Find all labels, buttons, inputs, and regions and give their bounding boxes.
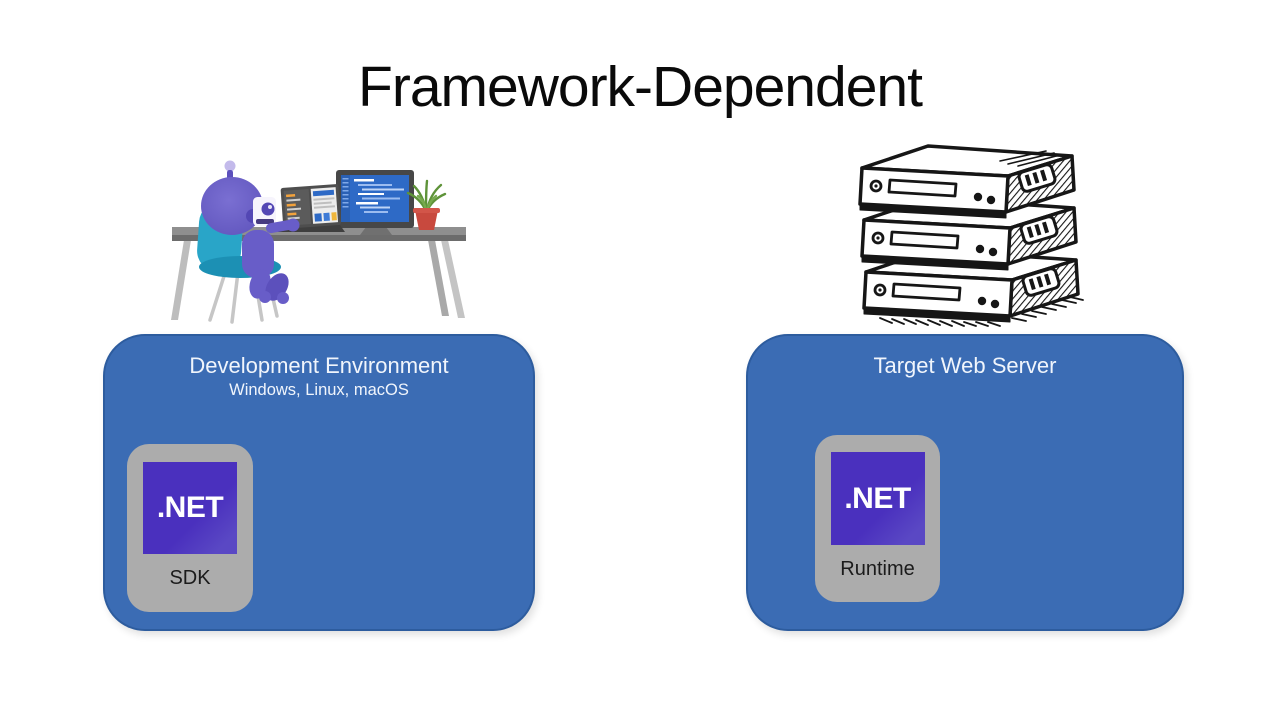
monitor-icon [336,170,414,235]
dotnet-logo: .NET [830,452,925,545]
plant-icon [406,179,447,230]
panel-subtitle: Windows, Linux, macOS [229,381,409,399]
server-unit [858,144,1076,219]
shadow-hatching [879,296,1084,327]
panel-title: Development Environment [189,353,449,378]
dotnet-logo: .NET [143,462,237,554]
server-unit [860,196,1078,271]
server-stack-illustration [858,144,1084,327]
panel-target-web-server: Target Web Server .NET Runtime [746,334,1184,631]
runtime-label: Runtime [840,558,915,580]
panel-title: Target Web Server [873,353,1057,378]
slide-title: Framework-Dependent [358,55,923,119]
laptop-icon [273,184,345,232]
dotnet-logo-text: .NET [844,481,911,515]
developer-at-desk-illustration [171,160,466,324]
runtime-card: .NET Runtime [815,435,940,602]
dotnet-logo-text: .NET [156,491,224,524]
sdk-card: .NET SDK [127,444,253,612]
panel-development-environment: Development Environment Windows, Linux, … [103,334,535,631]
robot [201,160,300,304]
sdk-label: SDK [169,567,211,589]
desk-legs [171,240,465,320]
